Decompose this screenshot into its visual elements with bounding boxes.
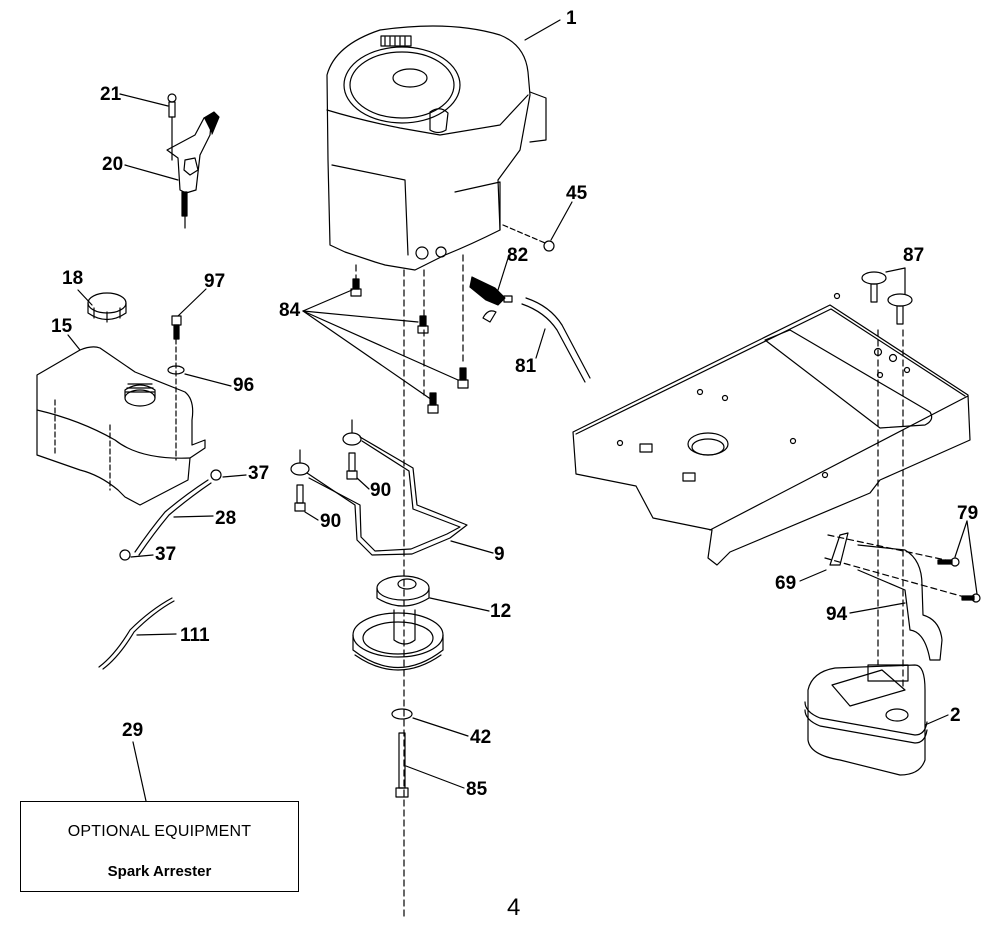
hose-part-111 xyxy=(98,597,175,670)
clamp-part-37 xyxy=(119,469,222,561)
callout-1: 1 xyxy=(566,8,577,29)
fuel-line-part xyxy=(134,479,212,556)
gasket-part-69 xyxy=(829,532,849,566)
engine-part xyxy=(326,25,547,271)
leader-line xyxy=(222,474,247,478)
exhaust-pipe-part-94 xyxy=(824,534,969,661)
leader-line xyxy=(136,633,177,636)
leader-line xyxy=(450,540,494,554)
callout-42: 42 xyxy=(470,727,492,748)
bolt-part-87 xyxy=(861,271,913,691)
leader-line xyxy=(924,714,949,726)
leader-line xyxy=(184,373,232,387)
leader-line xyxy=(966,520,978,595)
leader-line xyxy=(67,334,81,351)
callout-111: 111 xyxy=(180,625,210,646)
callout-2: 2 xyxy=(950,705,961,726)
callout-97: 97 xyxy=(204,271,226,292)
callout-79: 79 xyxy=(957,503,979,524)
callout-21: 21 xyxy=(100,84,122,105)
bolt-part-84 xyxy=(350,278,469,414)
leader-line xyxy=(173,515,214,518)
leader-line xyxy=(799,569,827,582)
leader-line xyxy=(119,93,169,107)
leader-line xyxy=(954,520,968,558)
callout-45: 45 xyxy=(566,183,588,204)
washer-part-42 xyxy=(391,708,413,720)
leader-line xyxy=(524,19,561,41)
screw-part-79 xyxy=(937,557,981,603)
leader-line xyxy=(405,765,465,789)
leader-line xyxy=(132,741,147,802)
leader-line xyxy=(497,254,510,291)
throttle-control-part xyxy=(166,111,220,229)
optional-equipment-title: OPTIONAL EQUIPMENT xyxy=(67,823,252,840)
callout-29: 29 xyxy=(122,720,144,741)
callout-81: 81 xyxy=(515,356,537,377)
callout-84: 84 xyxy=(279,300,301,321)
chassis-plate-part xyxy=(572,292,971,566)
callout-37b: 37 xyxy=(155,544,177,565)
leader-line xyxy=(885,267,906,273)
callout-18: 18 xyxy=(62,268,84,289)
screw-part-21 xyxy=(167,93,177,161)
muffler-part xyxy=(804,664,928,776)
callout-69: 69 xyxy=(775,573,797,594)
leader-line xyxy=(77,289,93,306)
callout-85: 85 xyxy=(466,779,488,800)
page-number: 4 xyxy=(507,894,521,921)
callout-37a: 37 xyxy=(248,463,270,484)
assembly-axis-lines xyxy=(355,254,464,921)
leader-line xyxy=(550,201,573,241)
callout-96: 96 xyxy=(233,375,255,396)
leader-line xyxy=(177,288,207,317)
pulley-part-12 xyxy=(352,575,444,671)
leader-line xyxy=(130,554,154,558)
leader-line xyxy=(429,597,490,612)
fuel-tank-part xyxy=(36,346,206,506)
optional-equipment-box: OPTIONAL EQUIPMENT Spark Arrester xyxy=(20,801,299,892)
leader-line xyxy=(124,164,179,181)
callout-15: 15 xyxy=(51,316,73,337)
bolt-part-97 xyxy=(171,315,182,461)
leader-line xyxy=(304,511,319,521)
callout-94: 94 xyxy=(826,604,848,625)
leader-line xyxy=(412,717,469,737)
callout-20: 20 xyxy=(102,154,124,175)
callout-90b: 90 xyxy=(320,511,342,532)
leader-line xyxy=(849,602,906,614)
nut-part-45 xyxy=(502,224,555,252)
callout-87: 87 xyxy=(903,245,925,266)
callout-82: 82 xyxy=(507,245,529,266)
leader-line xyxy=(535,328,546,359)
fuel-cap-part xyxy=(87,292,127,323)
leader-line xyxy=(356,477,370,490)
optional-equipment-item: Spark Arrester xyxy=(107,863,212,880)
callout-90a: 90 xyxy=(370,480,392,501)
callout-9: 9 xyxy=(494,544,505,565)
washer-part-96 xyxy=(167,365,185,375)
bracket-part-9 xyxy=(290,419,468,556)
hose-part-81 xyxy=(521,297,591,383)
callout-28: 28 xyxy=(215,508,237,529)
leader-line xyxy=(302,289,459,401)
bolt-part-85 xyxy=(395,732,409,798)
callout-12: 12 xyxy=(490,601,512,622)
fitting-part-82 xyxy=(469,276,513,323)
